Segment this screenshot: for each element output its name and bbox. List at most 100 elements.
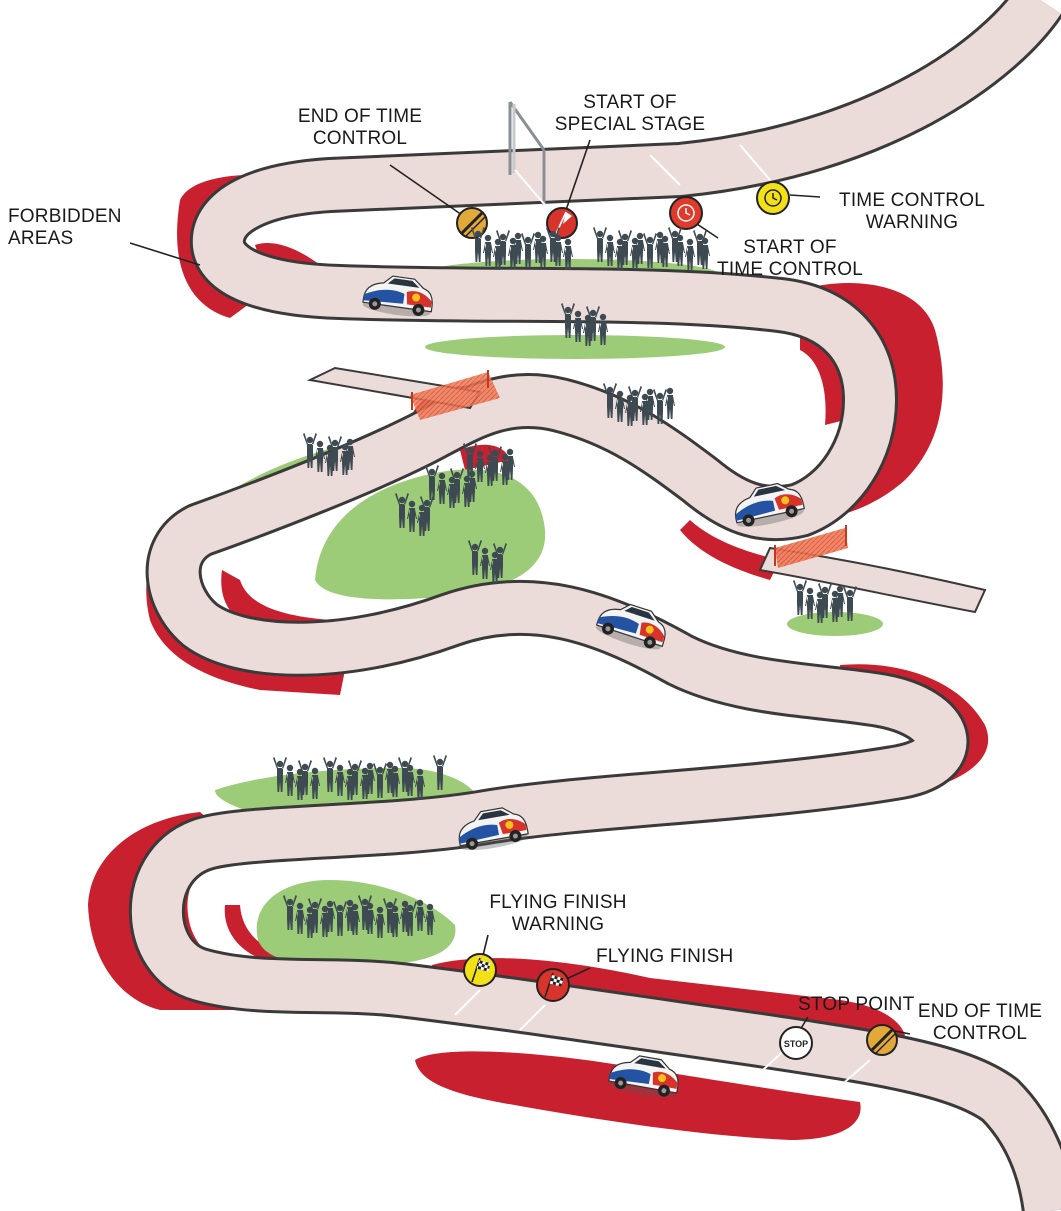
flying-finish-label: FLYING FINISH [596, 946, 734, 967]
barrier-tape-icon [410, 370, 500, 420]
flying-finish-flag-sign-icon [536, 968, 570, 1002]
barrier-tape-icon [774, 525, 848, 568]
time-control-warning-clock-sign-icon [756, 181, 790, 215]
spectator [593, 227, 607, 262]
spectator [505, 448, 515, 480]
spectator [483, 234, 493, 266]
spectator [665, 387, 675, 419]
spectator-area [425, 335, 725, 359]
spectator [700, 237, 710, 269]
spectator [420, 496, 434, 531]
spectator [561, 303, 575, 338]
spectator [488, 446, 502, 481]
stop-sign-icon: STOP [779, 1026, 813, 1060]
spectator [348, 760, 362, 795]
end-time-control-sign-icon [866, 1024, 898, 1056]
spectator [603, 383, 617, 418]
spectator [598, 313, 608, 345]
spectator [345, 438, 355, 470]
spectator [471, 227, 485, 262]
spectator [513, 232, 523, 264]
spectator [310, 767, 320, 799]
spectator [553, 234, 563, 266]
spectator [586, 306, 600, 341]
spectator [468, 540, 482, 575]
start-time-control-label: START OF TIME CONTROL [717, 237, 863, 280]
spectator [450, 468, 464, 503]
spectator [538, 235, 548, 267]
spectator [433, 755, 447, 790]
spectator [373, 763, 387, 798]
spectator [573, 310, 583, 342]
rally-car-icon [608, 1055, 679, 1098]
forbidden-areas-label: FORBIDDEN AREAS [8, 206, 122, 249]
spectator [496, 230, 510, 265]
spectator [653, 389, 667, 424]
spectator [563, 238, 573, 270]
end-time-control-sign-icon [456, 207, 488, 239]
road-surface [131, 0, 1061, 1211]
spectator [365, 762, 375, 794]
rally-car-icon [458, 807, 529, 851]
spectator [643, 233, 657, 268]
spectator [660, 235, 670, 267]
spectator [403, 901, 417, 936]
spectator [298, 760, 312, 795]
spectator [308, 898, 322, 933]
spectator [628, 386, 642, 421]
spectator [425, 903, 435, 935]
spectator [475, 450, 485, 482]
side-road [758, 546, 987, 614]
forbidden-area [680, 520, 780, 580]
spectator [521, 233, 535, 268]
start-gate [508, 101, 546, 205]
flying-finish-warning-label: FLYING FINISH WARNING [489, 892, 627, 935]
spectator [375, 906, 385, 938]
spectator [415, 899, 425, 931]
rally-car-icon [362, 275, 433, 317]
spectator [365, 902, 375, 934]
spectator [333, 901, 347, 936]
rally-car-icon [595, 603, 666, 650]
spectator [835, 585, 845, 617]
forbidden-area [800, 282, 943, 515]
special-stage-flag-sign-icon [546, 207, 578, 239]
spectator [407, 500, 417, 532]
spectators-icon [273, 227, 857, 938]
spectator [635, 232, 645, 264]
time-control-warning-label: TIME CONTROL WARNING [839, 190, 985, 233]
spectator [818, 583, 832, 618]
rally-car-icon [734, 482, 806, 527]
spectator [405, 764, 415, 796]
spectator [295, 902, 305, 934]
flying-finish-warning-flag-sign-icon [463, 953, 497, 987]
spectator [283, 895, 297, 930]
spectator [390, 765, 400, 797]
spectator [350, 903, 360, 935]
spectator [273, 757, 287, 792]
spectator [390, 905, 400, 937]
spectator [463, 443, 477, 478]
spectator [805, 587, 815, 619]
spectator [303, 433, 317, 468]
forbidden-area [800, 335, 846, 425]
spectator [615, 390, 625, 422]
start-special-stage-label: START OF SPECIAL STAGE [554, 92, 706, 135]
spectator [285, 764, 295, 796]
spectator [425, 465, 439, 500]
end-time-control-label-bottom: END OF TIME CONTROL [917, 1001, 1043, 1044]
spectator [437, 472, 447, 504]
spectator [793, 580, 807, 615]
spectator [328, 436, 342, 471]
spectator-area [787, 612, 883, 636]
end-time-control-label-top: END OF TIME CONTROL [297, 106, 423, 149]
stop-point-label: STOP POINT [798, 994, 915, 1015]
spectator [843, 586, 857, 621]
spectator [315, 440, 325, 472]
spectator [323, 757, 337, 792]
spectator [605, 234, 615, 266]
spectator [685, 238, 695, 270]
spectator [618, 230, 632, 265]
spectator [335, 764, 345, 796]
spectator [395, 493, 409, 528]
